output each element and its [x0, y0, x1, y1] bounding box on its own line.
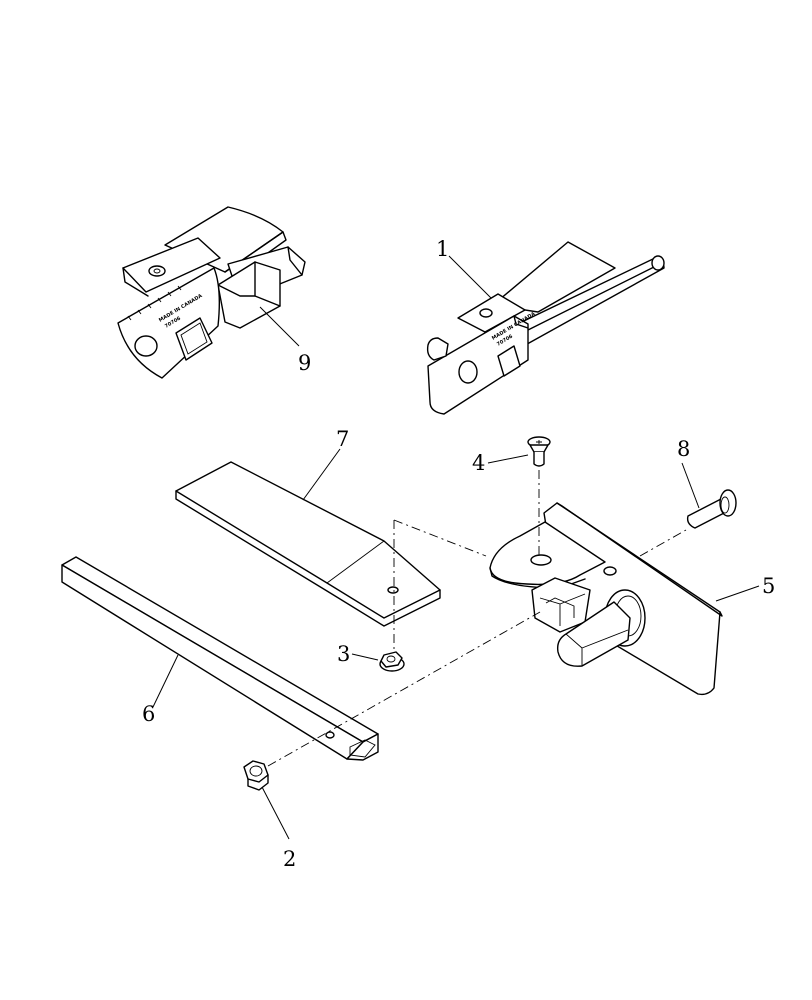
part-4-screw	[527, 436, 551, 467]
callout-6: 6	[142, 702, 155, 726]
callout-1: 1	[436, 237, 449, 261]
leader-lines	[152, 255, 760, 840]
callout-9: 9	[298, 351, 311, 375]
part-6-square-tube	[61, 556, 379, 761]
detail-view-9: MADE IN CANADA 70706	[117, 206, 306, 379]
part-5-bracket	[489, 502, 723, 696]
callout-8: 8	[677, 437, 690, 461]
callout-4: 4	[472, 451, 485, 475]
callout-5: 5	[762, 574, 775, 598]
assembled-view-1: MADE IN CANADA 70706	[426, 241, 665, 415]
callout-2: 2	[283, 847, 296, 871]
callout-3: 3	[337, 642, 350, 666]
callout-numbers: 1 2 3 4 5 6 7 8 9	[142, 237, 775, 871]
part-2-hex-nut	[243, 760, 269, 791]
part-7-strap	[175, 461, 441, 627]
callout-7: 7	[336, 427, 349, 451]
assembly-centerlines	[267, 470, 687, 767]
part-8-bolt	[686, 489, 737, 529]
part-3-flange-nut	[379, 651, 405, 672]
